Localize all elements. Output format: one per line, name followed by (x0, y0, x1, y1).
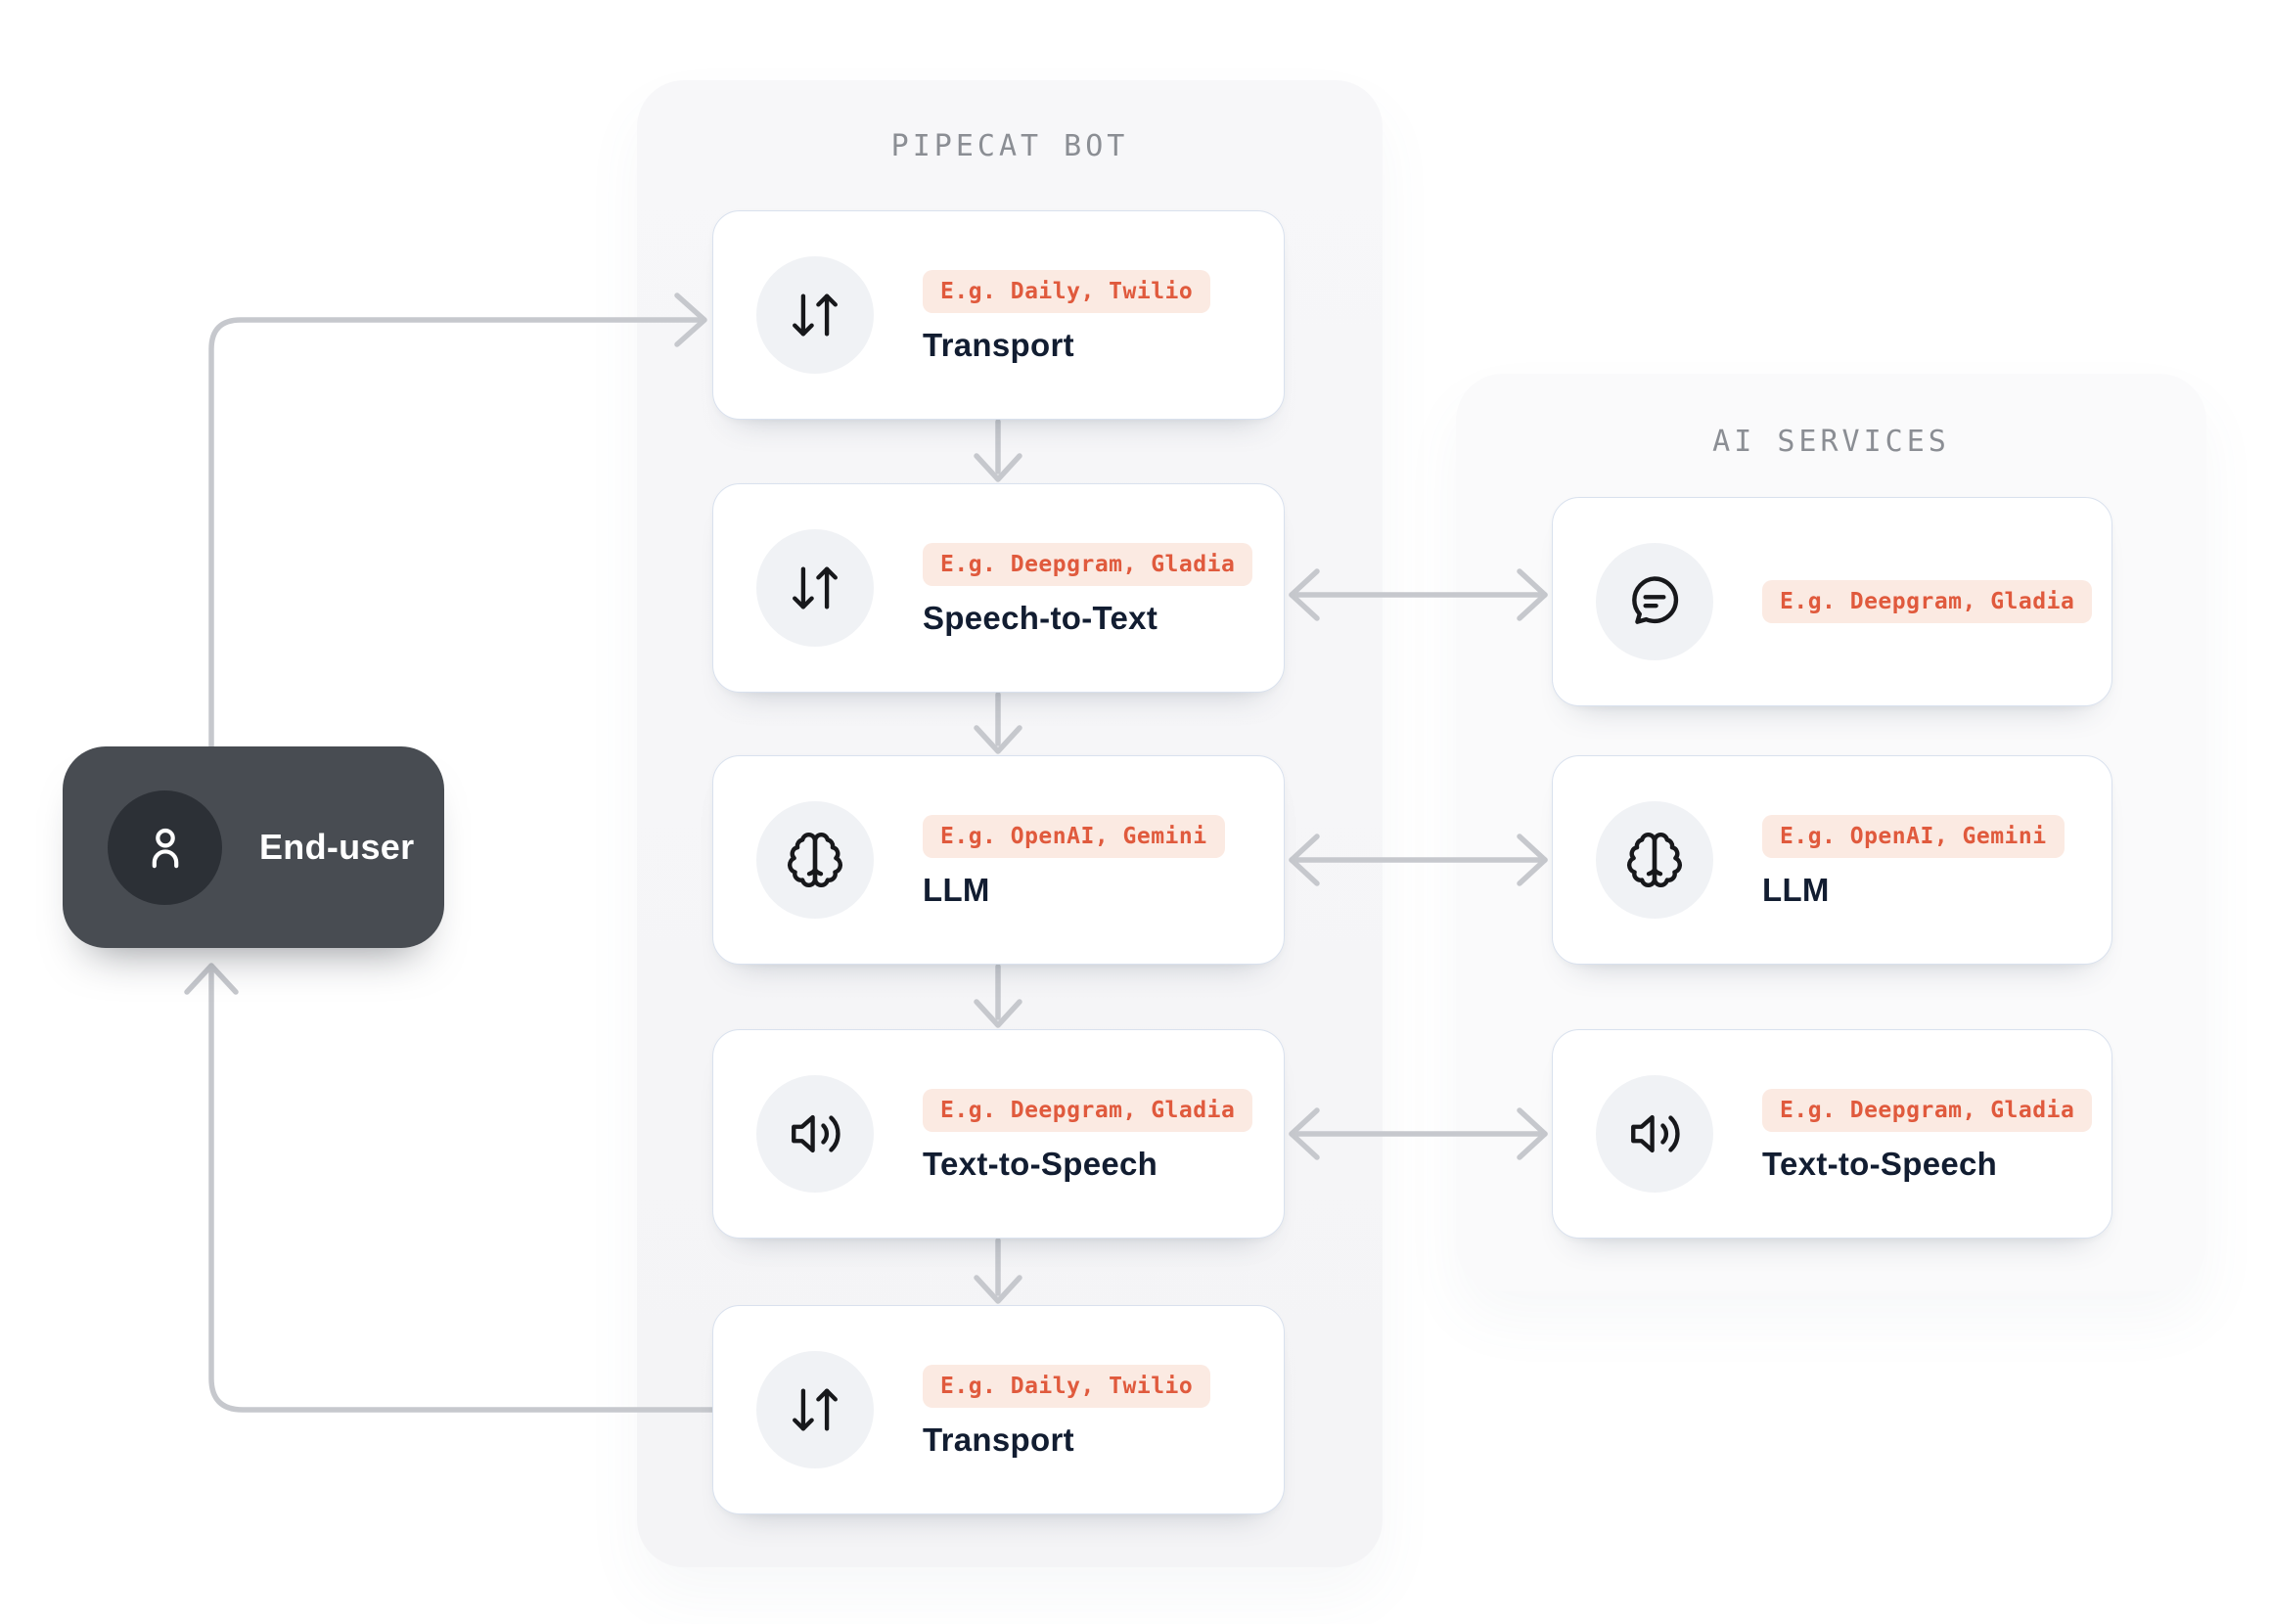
pipeline-arrowhead-down (974, 1275, 1022, 1304)
node-title: Text-to-Speech (923, 1145, 1158, 1182)
service-speech-to-text: E.g. Deepgram, Gladia (1552, 497, 2112, 706)
arrow-down-up-icon (793, 566, 838, 609)
pipecat-panel-title: PIPECAT BOT (890, 129, 1129, 163)
provider-badge: E.g. Deepgram, Gladia (923, 1088, 1253, 1132)
node-text: E.g. Daily, Twilio Transport (923, 269, 1211, 363)
node-transport-out: E.g. Daily, Twilio Transport (712, 1305, 1285, 1514)
service-text: E.g. Deepgram, Gladia Text-to-Speech (1762, 1088, 2093, 1182)
service-text: E.g. OpenAI, Gemini LLM (1762, 814, 2065, 908)
node-title: Transport (923, 326, 1074, 363)
provider-badge: E.g. Daily, Twilio (923, 1364, 1211, 1408)
brain-icon (1626, 832, 1683, 887)
service-arrowhead-left (1289, 568, 1320, 621)
service-icon-circle (1596, 801, 1713, 919)
service-llm: E.g. OpenAI, Gemini LLM (1552, 755, 2112, 965)
node-text-to-speech: E.g. Deepgram, Gladia Text-to-Speech (712, 1029, 1285, 1239)
flow-arrowhead-up (184, 963, 239, 995)
node-icon-circle (756, 1351, 874, 1468)
provider-badge: E.g. OpenAI, Gemini (923, 814, 1225, 858)
end-user-node: End-user (63, 746, 444, 948)
node-icon-circle (756, 529, 874, 647)
provider-badge: E.g. Deepgram, Gladia (1762, 1088, 2093, 1132)
service-arrowhead-left (1289, 834, 1320, 886)
node-speech-to-text: E.g. Deepgram, Gladia Speech-to-Text (712, 483, 1285, 693)
node-text: E.g. Deepgram, Gladia Speech-to-Text (923, 542, 1253, 636)
speaker-icon (792, 1114, 840, 1153)
service-icon-circle (1596, 1075, 1713, 1193)
provider-badge: E.g. OpenAI, Gemini (1762, 814, 2065, 858)
node-text: E.g. Deepgram, Gladia Text-to-Speech (923, 1088, 1253, 1182)
provider-badge: E.g. Deepgram, Gladia (923, 542, 1253, 586)
arrow-down-up-icon (793, 1388, 838, 1431)
end-user-avatar (108, 789, 222, 905)
provider-badge: E.g. Deepgram, Gladia (1762, 580, 2093, 623)
node-icon-circle (756, 801, 874, 919)
speaker-icon (1631, 1114, 1680, 1153)
service-text: E.g. Deepgram, Gladia (1762, 580, 2093, 623)
provider-badge: E.g. Daily, Twilio (923, 269, 1211, 313)
pipeline-arrowhead-down (974, 453, 1022, 482)
chat-bubble-icon (1632, 576, 1679, 624)
node-title: Transport (923, 1421, 1074, 1458)
arrow-down-up-icon (793, 293, 838, 337)
flow-line-transport-to-enduser (208, 966, 715, 1413)
service-icon-circle (1596, 543, 1713, 660)
node-icon-circle (756, 1075, 874, 1193)
pipeline-arrowhead-down (974, 725, 1022, 754)
node-llm: E.g. OpenAI, Gemini LLM (712, 755, 1285, 965)
user-icon (152, 828, 178, 869)
ai-panel-title: AI SERVICES (1712, 425, 1950, 459)
flow-line-enduser-to-transport (208, 317, 702, 751)
service-arrowhead-right (1517, 1107, 1548, 1160)
node-transport-in: E.g. Daily, Twilio Transport (712, 210, 1285, 420)
flow-arrowhead-right (674, 293, 707, 347)
service-title: LLM (1762, 871, 1830, 908)
node-title: Speech-to-Text (923, 599, 1158, 636)
service-arrowhead-right (1517, 568, 1548, 621)
service-arrowhead-right (1517, 834, 1548, 886)
service-text-to-speech: E.g. Deepgram, Gladia Text-to-Speech (1552, 1029, 2112, 1239)
node-text: E.g. Daily, Twilio Transport (923, 1364, 1211, 1458)
service-arrowhead-left (1289, 1107, 1320, 1160)
brain-icon (787, 832, 843, 887)
end-user-label: End-user (259, 827, 415, 867)
node-title: LLM (923, 871, 990, 908)
pipeline-arrowhead-down (974, 999, 1022, 1028)
node-text: E.g. OpenAI, Gemini LLM (923, 814, 1225, 908)
node-icon-circle (756, 256, 874, 374)
service-title: Text-to-Speech (1762, 1145, 1998, 1182)
